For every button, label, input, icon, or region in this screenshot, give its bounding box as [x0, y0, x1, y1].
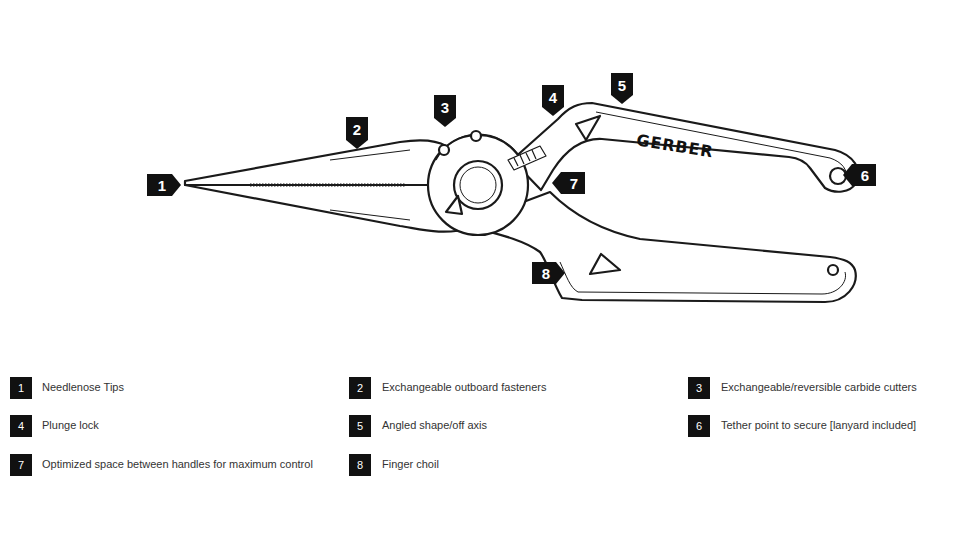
- key-number: 5: [349, 415, 371, 437]
- pivot-core: [454, 161, 502, 209]
- key-number: 2: [349, 377, 371, 399]
- outboard-fastener: [439, 145, 449, 155]
- upper-handle-cutout: [576, 116, 600, 140]
- upper-jaw: [185, 140, 462, 185]
- key-description: Needlenose Tips: [42, 381, 124, 394]
- callout-number: 4: [549, 90, 557, 105]
- tether-point: [830, 168, 846, 184]
- callout-number: 3: [441, 100, 449, 115]
- key-number: 6: [688, 415, 710, 437]
- key-number: 7: [10, 454, 32, 476]
- pivot-core-inner: [460, 167, 496, 203]
- upper-handle-inner: [596, 112, 846, 178]
- jaw-serration: [250, 184, 406, 187]
- key-number: 8: [349, 454, 371, 476]
- key-description: Angled shape/off axis: [382, 419, 487, 432]
- callout-number: 1: [158, 178, 166, 193]
- key-description: Optimized space between handles for maxi…: [42, 458, 313, 471]
- key-description: Exchangeable outboard fasteners: [382, 381, 547, 394]
- callout-tag: [147, 174, 181, 196]
- pivot-triangle: [446, 196, 462, 214]
- callout-number: 8: [542, 266, 550, 281]
- key-description: Finger choil: [382, 458, 439, 471]
- callout-number: 7: [570, 176, 578, 191]
- key-description: Tether point to secure [lanyard included…: [721, 419, 916, 432]
- key-description: Exchangeable/reversible carbide cutters: [721, 381, 917, 394]
- key-number: 4: [10, 415, 32, 437]
- key-number: 1: [10, 377, 32, 399]
- callout-tag: [542, 85, 564, 116]
- pivot-housing: [428, 135, 528, 235]
- callout-number: 5: [618, 78, 626, 93]
- callout-number: 2: [353, 122, 361, 137]
- outboard-fastener: [471, 131, 481, 141]
- key-number: 3: [688, 377, 710, 399]
- callout-tag: [346, 117, 368, 149]
- lower-handle-hole: [828, 265, 838, 275]
- callout-tag: [532, 262, 565, 284]
- callout-number: 6: [861, 168, 869, 183]
- key-description: Plunge lock: [42, 419, 99, 432]
- plunge-lock: [508, 146, 546, 170]
- callout-tag: [434, 95, 456, 127]
- callout-tag: [843, 164, 876, 186]
- callout-tag: [611, 73, 633, 104]
- callout-tag: [552, 172, 585, 194]
- lower-handle-cutout: [590, 254, 620, 274]
- lower-handle: [468, 192, 856, 302]
